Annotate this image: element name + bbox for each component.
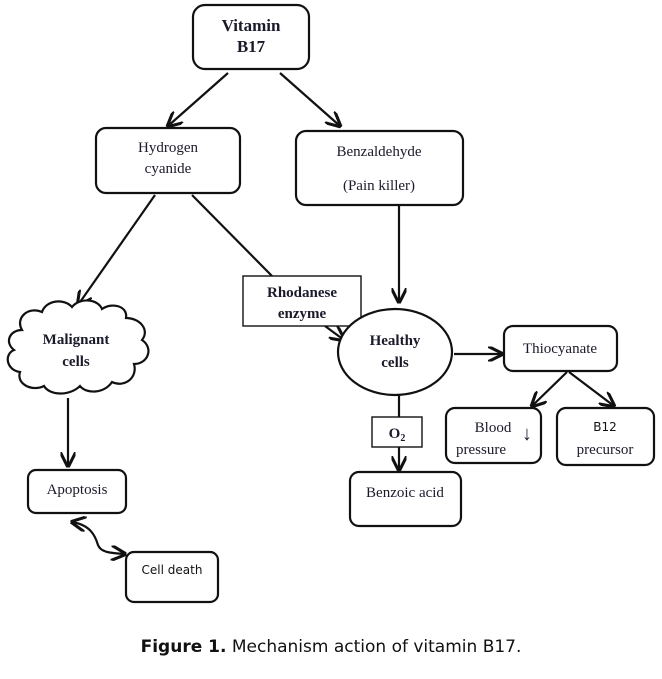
edge-thiocyanate-to-bp bbox=[532, 371, 568, 406]
b12-line1: B12 bbox=[593, 420, 617, 434]
arrow-down-icon: ↓ bbox=[522, 423, 532, 445]
figure-caption: Figure 1. Mechanism action of vitamin B1… bbox=[0, 637, 662, 657]
rhodanese-line2: enzyme bbox=[278, 306, 327, 322]
vitamin-b17-line2: B17 bbox=[237, 37, 266, 56]
bp-line2: pressure bbox=[456, 442, 506, 458]
benzoic-acid-label: Benzoic acid bbox=[366, 485, 444, 501]
o2-subscript: 2 bbox=[400, 433, 405, 444]
node-benzaldehyde: Benzaldehyde (Pain killer) bbox=[294, 129, 465, 207]
benzaldehyde-line1: Benzaldehyde bbox=[337, 144, 422, 160]
rhodanese-line1: Rhodanese bbox=[267, 285, 337, 301]
node-hydrogen-cyanide: Hydrogen cyanide bbox=[94, 126, 242, 195]
node-o2: O2 bbox=[371, 416, 423, 448]
node-b12-precursor: B12 precursor bbox=[555, 406, 656, 467]
node-malignant-cells: Malignant cells bbox=[6, 299, 150, 395]
node-blood-pressure: Blood pressure ↓ bbox=[444, 406, 543, 465]
malignant-line2: cells bbox=[62, 354, 90, 370]
node-healthy-cells: Healthy cells bbox=[336, 307, 454, 397]
malignant-line1: Malignant bbox=[43, 332, 110, 348]
node-thiocyanate: Thiocyanate bbox=[502, 324, 619, 373]
o2-label: O2 bbox=[389, 426, 406, 444]
bp-line1: Blood bbox=[475, 420, 512, 436]
o2-symbol: O bbox=[389, 426, 401, 442]
node-vitamin-b17: Vitamin B17 bbox=[191, 3, 311, 71]
hcn-line2: cyanide bbox=[145, 161, 192, 177]
healthy-line1: Healthy bbox=[370, 333, 421, 349]
edge-apoptosis-cell-death bbox=[72, 522, 125, 554]
edge-thiocyanate-to-b12 bbox=[568, 371, 614, 406]
benzaldehyde-line2: (Pain killer) bbox=[343, 178, 415, 194]
edge-hcn-to-malignant bbox=[78, 194, 156, 305]
cell-death-label: Cell death bbox=[142, 563, 203, 577]
thiocyanate-label: Thiocyanate bbox=[523, 341, 597, 357]
b12-line2: precursor bbox=[577, 442, 634, 458]
cloud-shape bbox=[6, 299, 150, 395]
node-benzoic-acid: Benzoic acid bbox=[348, 470, 463, 528]
edge-b17-to-benzaldehyde bbox=[279, 72, 340, 126]
node-apoptosis: Apoptosis bbox=[26, 468, 128, 515]
edge-b17-to-hcn bbox=[168, 72, 229, 126]
hcn-line1: Hydrogen bbox=[138, 140, 198, 156]
apoptosis-label: Apoptosis bbox=[47, 482, 108, 498]
node-rhodanese-enzyme: Rhodanese enzyme bbox=[242, 275, 362, 327]
vitamin-b17-line1: Vitamin bbox=[222, 16, 281, 35]
figure-label: Figure 1. bbox=[140, 637, 227, 657]
figure-caption-text: Mechanism action of vitamin B17. bbox=[226, 637, 522, 657]
node-cell-death: Cell death bbox=[124, 550, 220, 604]
edges bbox=[68, 72, 614, 554]
edge-hcn-to-rhodanese bbox=[191, 194, 273, 277]
healthy-line2: cells bbox=[381, 355, 409, 371]
